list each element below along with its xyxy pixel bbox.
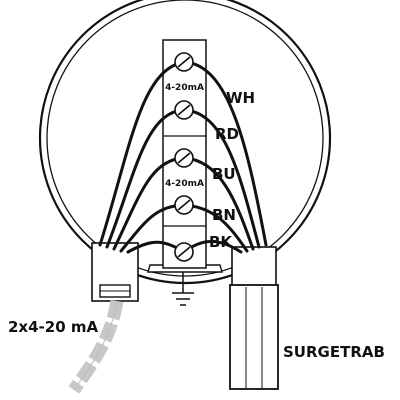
wire-bu-left [112,156,186,251]
upper-signal-label: 4-20mA [165,83,204,93]
cable-tail [68,299,124,394]
screw-icon [174,195,194,215]
screw-icon [174,148,194,168]
screw-icon [174,242,194,262]
wire-label-rd: RD [215,125,239,143]
wire-rd-right [182,108,261,249]
enclosure-outer-ring [38,0,332,285]
wire-wh-left [98,60,186,247]
wire-wh-right [182,60,268,247]
wire-rd-left [105,108,186,249]
left-cable-gland [91,242,139,302]
cable-tail-edge [73,300,118,391]
lower-signal-label: 4-20mA [165,179,204,189]
screw-icon [174,52,194,72]
enclosure-inner-ring [46,0,324,277]
ground-icon [172,272,194,306]
terminal-screws [174,52,194,262]
wire-label-bu: BU [212,165,236,183]
wire-label-wh: WH [226,89,255,107]
wire-label-bn: BN [212,206,236,224]
wire-bu-right [182,156,255,251]
module-label: SURGETRAB [283,343,385,361]
cable-label: 2x4-20 mA [8,318,99,336]
wire-label-bk: BK [209,233,233,251]
screw-icon [174,100,194,120]
surgetrab-module [229,246,279,390]
